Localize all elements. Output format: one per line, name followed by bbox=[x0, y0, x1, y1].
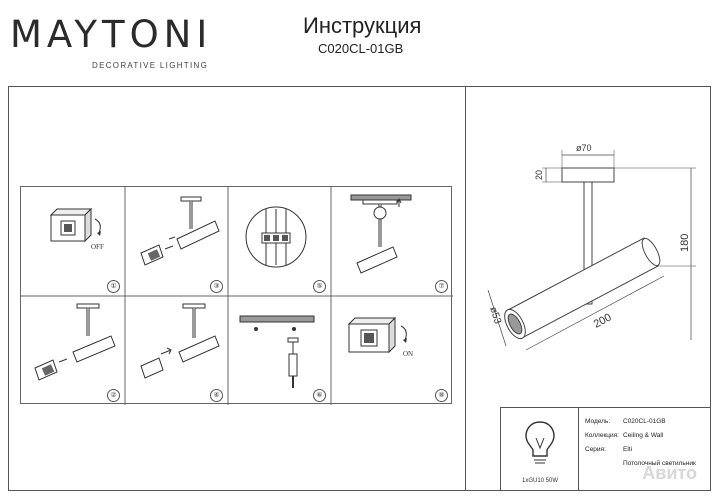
total-height-label: 180 bbox=[679, 234, 691, 252]
step-number-3: ③ bbox=[210, 280, 223, 293]
length-label: 200 bbox=[592, 311, 614, 330]
screw-mount-icon bbox=[239, 315, 315, 388]
base-plate bbox=[561, 167, 615, 183]
step-number-2: ② bbox=[107, 389, 120, 402]
step-3-panel: ③ bbox=[125, 187, 228, 296]
step-2-panel: ② bbox=[21, 296, 125, 405]
step-8-panel: ON ⑧ bbox=[331, 296, 453, 405]
step-number-6: ⑥ bbox=[313, 389, 326, 402]
step-number-5: ⑤ bbox=[313, 280, 326, 293]
step-number-4: ④ bbox=[210, 389, 223, 402]
tube-diameter-label: ø53 bbox=[487, 306, 503, 326]
spec-table: 1xGU10 50W Модель:C020CL-01GB Коллекция:… bbox=[500, 407, 711, 491]
base-diameter-label: ø70 bbox=[576, 143, 592, 153]
step-1-panel: OFF ① bbox=[21, 187, 125, 296]
bulb-panel: 1xGU10 50W bbox=[501, 408, 579, 491]
step-number-8: ⑧ bbox=[435, 389, 448, 402]
model-number: C020CL-01GB bbox=[318, 41, 404, 56]
wiring-terminal-icon bbox=[245, 206, 307, 268]
spec-row-model: Модель:C020CL-01GB bbox=[585, 418, 666, 425]
bulb-spec: 1xGU10 50W bbox=[521, 478, 558, 484]
switch-on-label: ON bbox=[403, 350, 414, 358]
document-title: Инструкция bbox=[303, 13, 422, 38]
step-number-7: ⑦ bbox=[435, 280, 448, 293]
rod bbox=[583, 181, 593, 305]
switch-off-icon bbox=[49, 207, 101, 243]
assemble-shade-icon bbox=[140, 303, 220, 379]
brand-logo: MAYTONI bbox=[10, 13, 213, 56]
insert-bulb-icon bbox=[34, 303, 116, 381]
mount-fixture-icon bbox=[350, 194, 412, 274]
lightbulb-icon bbox=[525, 421, 555, 464]
attach-lamp-icon bbox=[140, 196, 220, 266]
avito-watermark: Авито bbox=[642, 463, 697, 483]
step-number-1: ① bbox=[107, 280, 120, 293]
frame-divider bbox=[465, 86, 466, 491]
spec-row-series: Серия:Elti bbox=[585, 446, 633, 453]
step-7-panel: ⑦ bbox=[331, 187, 453, 296]
page-frame bbox=[8, 86, 711, 491]
step-4-panel: ④ bbox=[125, 296, 228, 405]
spec-row-type: Потолочный светильник bbox=[623, 460, 696, 467]
step-6-panel: ⑥ bbox=[228, 296, 331, 405]
dimension-drawing: ø70 20 180 200 ø53 bbox=[487, 143, 696, 351]
grid-lines bbox=[21, 187, 453, 405]
switch-off-label: OFF bbox=[91, 243, 104, 251]
instruction-grid: OFF ① ③ ⑤ bbox=[20, 186, 453, 405]
base-height-label: 20 bbox=[534, 170, 544, 180]
spec-row-collection: Коллекция:Ceiling & Wall bbox=[585, 432, 664, 439]
brand-tagline: DECORATIVE LIGHTING bbox=[92, 61, 209, 70]
lamp-tube bbox=[507, 237, 659, 339]
switch-on-icon bbox=[347, 316, 407, 354]
step-5-panel: ⑤ bbox=[228, 187, 331, 296]
